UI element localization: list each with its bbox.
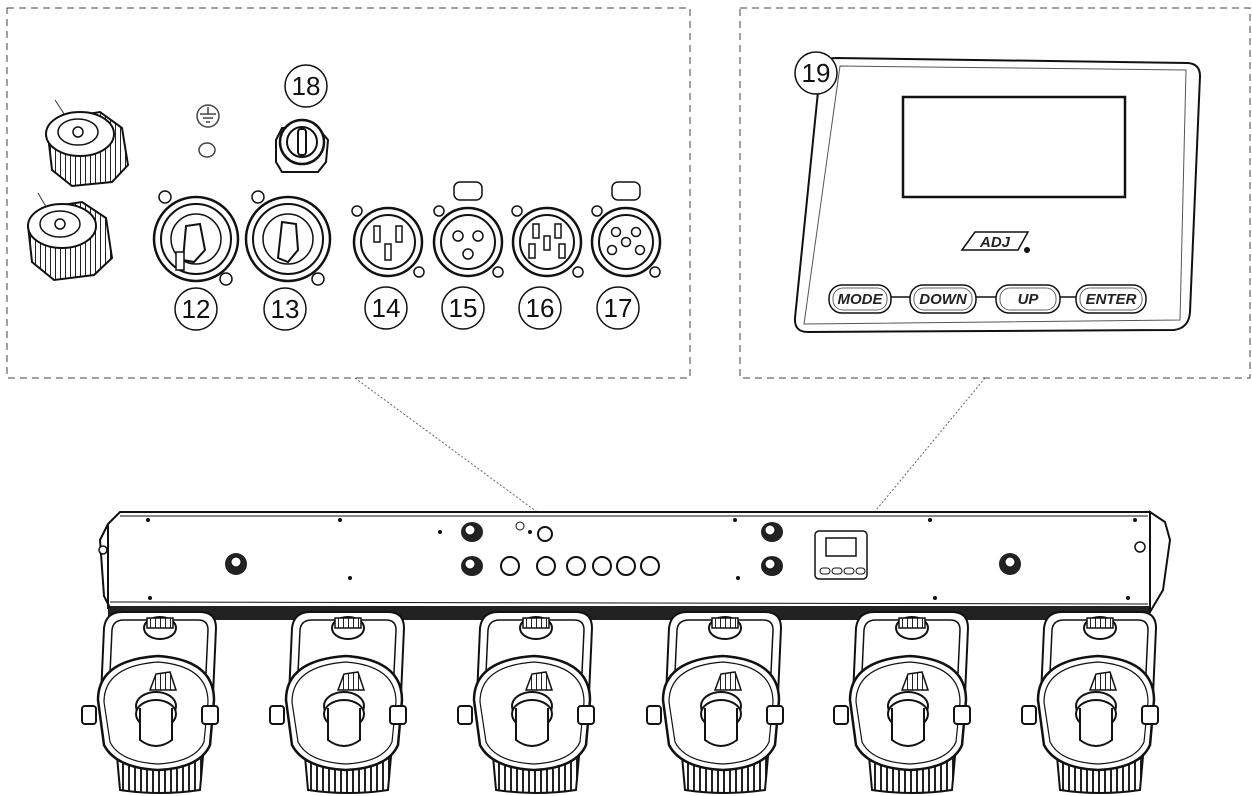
power-cable-top [45, 99, 130, 188]
enter-button[interactable]: ENTER [1075, 284, 1147, 314]
lcd-display [901, 95, 1127, 199]
adj-logo: ADJ [960, 231, 1030, 253]
control-panel: ADJ MODE DOWN UP ENTER [793, 56, 1202, 334]
power-cable-bottom [26, 192, 114, 282]
control-panel-detail-frame [739, 7, 1251, 379]
svg-text:16: 16 [526, 293, 555, 323]
callout-16: 16 [518, 286, 562, 330]
ground-screw [198, 142, 216, 158]
svg-text:MODE: MODE [838, 291, 884, 308]
svg-text:ADJ: ADJ [979, 234, 1011, 251]
svg-text:ENTER: ENTER [1086, 291, 1137, 308]
connector-detail-frame [6, 7, 691, 379]
ground-symbol [196, 104, 220, 128]
fuse-holder [275, 118, 330, 173]
callout-13: 13 [263, 287, 307, 331]
power-out-connector [244, 190, 332, 286]
lamp-head [1021, 611, 1159, 794]
up-button[interactable]: UP [995, 284, 1061, 314]
callout-12: 12 [174, 287, 218, 331]
lamp-head [646, 611, 784, 794]
callout-14: 14 [364, 286, 408, 330]
lamp-head [269, 611, 407, 794]
power-in-connector [152, 190, 240, 286]
lamp-heads [81, 611, 1159, 794]
svg-text:19: 19 [802, 58, 831, 88]
dmx-3pin-in-connector [351, 205, 425, 278]
mode-button[interactable]: MODE [828, 284, 892, 314]
callout-19: 19 [794, 51, 838, 95]
dmx-5pin-in-connector [511, 205, 584, 278]
connector-leader-line [354, 377, 583, 546]
callout-18: 18 [284, 64, 328, 108]
fixture-bar [98, 510, 1172, 620]
callout-17: 17 [596, 286, 640, 330]
panel-leader-line [857, 377, 986, 533]
dmx-3pin-out-connector [432, 181, 504, 278]
svg-text:DOWN: DOWN [919, 291, 968, 308]
svg-text:15: 15 [449, 293, 478, 323]
callout-15: 15 [441, 286, 485, 330]
lamp-head [81, 611, 219, 794]
svg-text:12: 12 [182, 294, 211, 324]
lamp-head [833, 611, 971, 794]
dmx-5pin-out-connector [590, 181, 662, 278]
svg-text:14: 14 [372, 293, 401, 323]
svg-text:UP: UP [1018, 291, 1040, 308]
svg-text:17: 17 [604, 293, 633, 323]
svg-text:13: 13 [271, 294, 300, 324]
down-button[interactable]: DOWN [909, 284, 977, 314]
lamp-head [457, 611, 595, 794]
svg-text:18: 18 [292, 71, 321, 101]
